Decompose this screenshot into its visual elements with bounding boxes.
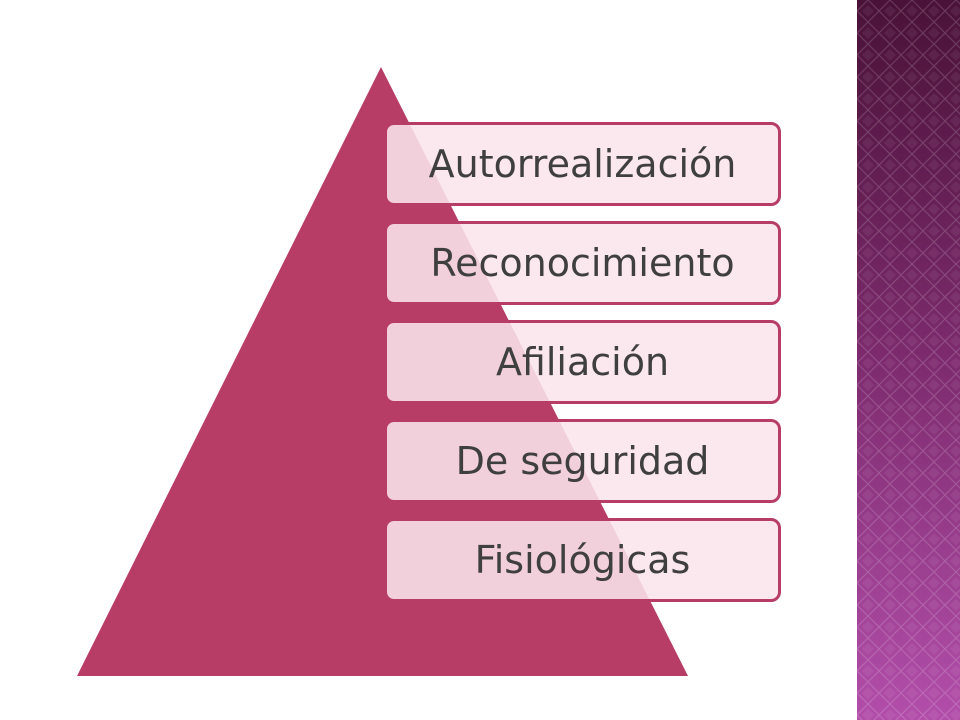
level-label: Fisiológicas: [474, 538, 691, 582]
level-label: Afiliación: [495, 340, 670, 384]
pyramid-level-autorrealizacion: Autorrealización: [384, 122, 781, 206]
level-label: De seguridad: [455, 439, 710, 483]
decorative-side-bar: [857, 0, 960, 720]
pyramid-level-reconocimiento: Reconocimiento: [384, 221, 781, 305]
level-label: Reconocimiento: [430, 241, 735, 285]
side-bar-pattern: [857, 0, 960, 720]
pyramid-level-de-seguridad: De seguridad: [384, 419, 781, 503]
pyramid-level-afiliacion: Afiliación: [384, 320, 781, 404]
level-label: Autorrealización: [428, 142, 737, 186]
pyramid-level-fisiologicas: Fisiológicas: [384, 518, 781, 602]
